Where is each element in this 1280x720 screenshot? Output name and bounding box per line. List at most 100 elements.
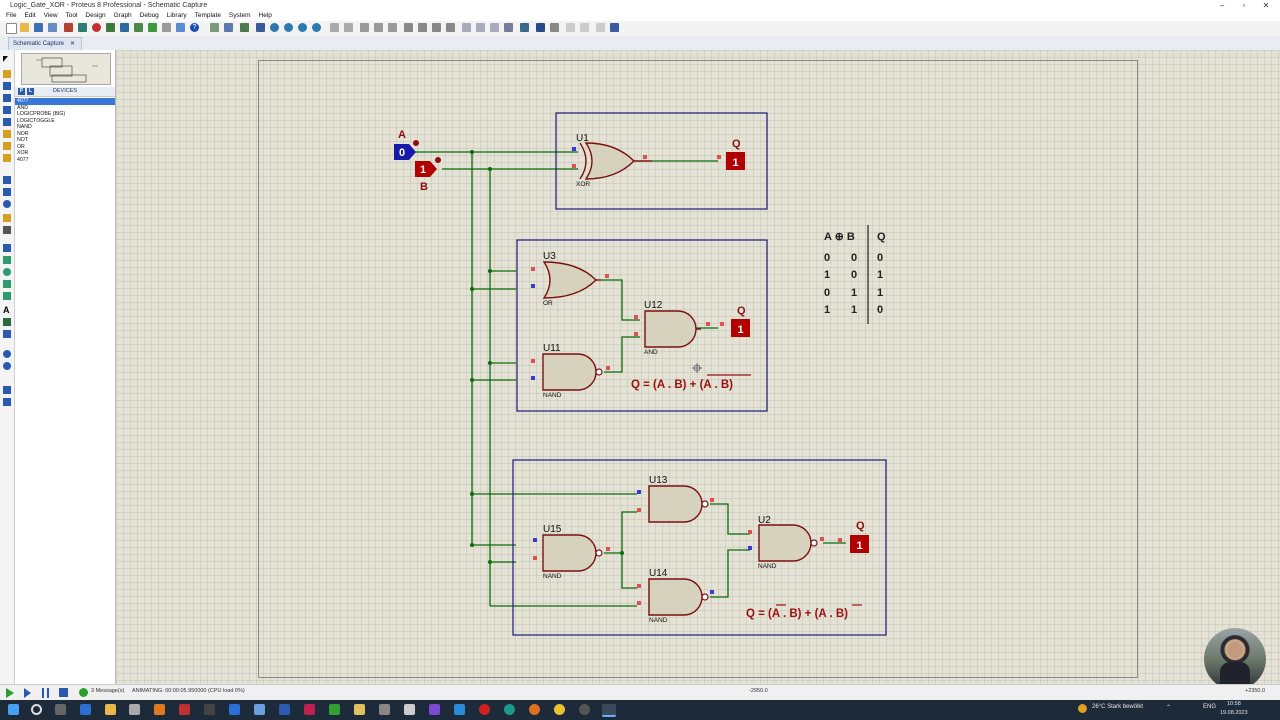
device-item[interactable]: 4077 <box>15 98 115 105</box>
new-sheet-icon[interactable] <box>566 23 575 32</box>
schematic-canvas[interactable] <box>116 50 1280 684</box>
make-device-icon[interactable] <box>476 23 485 32</box>
paste-icon[interactable] <box>388 23 397 32</box>
overview-window[interactable] <box>21 53 111 85</box>
schematic-icon[interactable] <box>78 23 87 32</box>
2d-path-icon[interactable] <box>3 292 11 300</box>
block-delete-icon[interactable] <box>446 23 455 32</box>
mirror-x-icon[interactable] <box>3 386 11 394</box>
menu-edit[interactable]: Edit <box>24 12 36 19</box>
remove-sheet-icon[interactable] <box>580 23 589 32</box>
terminals-icon[interactable] <box>3 142 11 150</box>
logic-toggle-b[interactable]: 1 B <box>415 157 441 193</box>
zoom-all-icon[interactable] <box>298 23 307 32</box>
2d-arc-icon[interactable] <box>3 280 11 288</box>
subcircuit-icon[interactable] <box>3 130 11 138</box>
block-move-icon[interactable] <box>418 23 427 32</box>
2d-symbol-icon[interactable] <box>3 318 11 326</box>
copy-icon[interactable] <box>374 23 383 32</box>
new-file-icon[interactable] <box>6 23 17 34</box>
voltage-probe-icon[interactable] <box>3 214 11 222</box>
device-item[interactable]: AND <box>17 104 28 111</box>
pause-icon[interactable] <box>42 688 49 698</box>
refresh-icon[interactable] <box>210 23 219 32</box>
selection-mode-icon[interactable] <box>3 56 8 62</box>
menu-file[interactable]: File <box>6 12 17 19</box>
language-indicator[interactable]: ENG <box>1203 704 1217 710</box>
tab-close-icon[interactable]: ✕ <box>70 41 76 47</box>
2d-circle-icon[interactable] <box>3 268 11 276</box>
device-item[interactable]: NOR <box>17 130 29 137</box>
menu-system[interactable]: System <box>228 12 251 19</box>
current-probe-icon[interactable] <box>3 226 11 234</box>
messages-icon[interactable] <box>79 688 88 697</box>
step-icon[interactable] <box>24 688 31 698</box>
2d-text-icon[interactable]: A <box>3 305 10 315</box>
3d-icon[interactable] <box>120 23 129 32</box>
play-icon[interactable] <box>6 688 14 698</box>
component-mode-icon[interactable] <box>3 70 11 78</box>
tape-recorder-icon[interactable] <box>3 188 11 196</box>
app-blue-icon[interactable] <box>254 704 265 715</box>
device-item[interactable]: LOGICPROBE (BIG) <box>17 111 66 117</box>
device-item[interactable]: LOGICTOGGLE <box>17 117 55 124</box>
save-icon[interactable] <box>34 23 43 32</box>
library-manager-button[interactable]: L <box>27 88 34 95</box>
firefox-icon[interactable] <box>529 704 540 715</box>
nand-gate-u14[interactable]: U14 NAND <box>637 568 714 624</box>
record-icon[interactable] <box>92 23 101 32</box>
windows-start-icon[interactable] <box>8 704 19 715</box>
logic-toggle-a[interactable]: 0 A <box>394 129 419 160</box>
menu-library[interactable]: Library <box>166 12 187 19</box>
pins-icon[interactable] <box>3 154 11 162</box>
device-item[interactable]: NOT <box>17 137 28 143</box>
outlook-icon[interactable] <box>229 704 240 715</box>
2d-line-icon[interactable] <box>3 244 11 252</box>
zoom-out-icon[interactable] <box>284 23 293 32</box>
device-item[interactable]: OR <box>17 143 25 150</box>
file-explorer-icon[interactable] <box>105 704 116 715</box>
tray-chevron-icon[interactable]: ⌃ <box>1166 705 1172 711</box>
app-circle-icon[interactable] <box>579 704 590 715</box>
menu-graph[interactable]: Graph <box>113 12 132 19</box>
nand-gate-u13[interactable]: U13 <box>637 475 714 523</box>
pan-icon[interactable] <box>256 23 265 32</box>
opera-icon[interactable] <box>479 704 490 715</box>
pick-devices-button[interactable]: P <box>18 88 25 95</box>
messages-count[interactable]: 3 Message(s) <box>91 688 125 694</box>
app-dark-icon[interactable] <box>204 704 215 715</box>
app-gray-icon[interactable] <box>379 704 390 715</box>
schematic-drawing[interactable]: 0 A 1 B U1 XOR 1 Q U3 OR U <box>116 50 1280 684</box>
vscode-icon[interactable] <box>454 704 465 715</box>
close-button[interactable]: ✕ <box>1262 1 1270 10</box>
origin-icon[interactable] <box>240 23 249 32</box>
minimize-button[interactable]: – <box>1219 1 1225 10</box>
menu-tool[interactable]: Tool <box>65 12 78 19</box>
zoom-area-icon[interactable] <box>312 23 321 32</box>
menu-template[interactable]: Template <box>194 12 221 19</box>
text-script-icon[interactable] <box>3 106 11 114</box>
app-red-icon[interactable] <box>179 704 190 715</box>
home-icon[interactable] <box>64 23 73 32</box>
logic-probe-c3[interactable]: 1 Q <box>838 520 869 553</box>
menu-design[interactable]: Design <box>85 12 106 19</box>
tab-schematic-capture[interactable]: Schematic Capture✕ <box>8 37 83 50</box>
zoom-in-icon[interactable] <box>270 23 279 32</box>
help-icon[interactable]: ? <box>190 23 199 32</box>
grid-icon[interactable] <box>224 23 233 32</box>
2d-marker-icon[interactable] <box>3 330 11 338</box>
clock-date[interactable]: 19.08.2023 <box>1220 710 1248 716</box>
proteus-taskbar-icon[interactable] <box>602 704 616 717</box>
clock-time[interactable]: 10:58 <box>1227 701 1241 707</box>
weather-icon[interactable] <box>1078 704 1087 713</box>
device-item[interactable]: 4077 <box>17 156 29 163</box>
rotate-cw-icon[interactable] <box>3 350 11 358</box>
nand-gate-u15[interactable]: U15 NAND <box>533 524 610 580</box>
import-icon[interactable] <box>48 23 57 32</box>
undo-icon[interactable] <box>330 23 339 32</box>
device-item[interactable]: XOR <box>17 150 29 156</box>
weather-text[interactable]: 26°C Stark bewölkt <box>1092 704 1144 710</box>
pcb-icon[interactable] <box>106 23 115 32</box>
maximize-button[interactable]: ▫ <box>1242 1 1246 10</box>
app-icon[interactable] <box>129 704 140 715</box>
